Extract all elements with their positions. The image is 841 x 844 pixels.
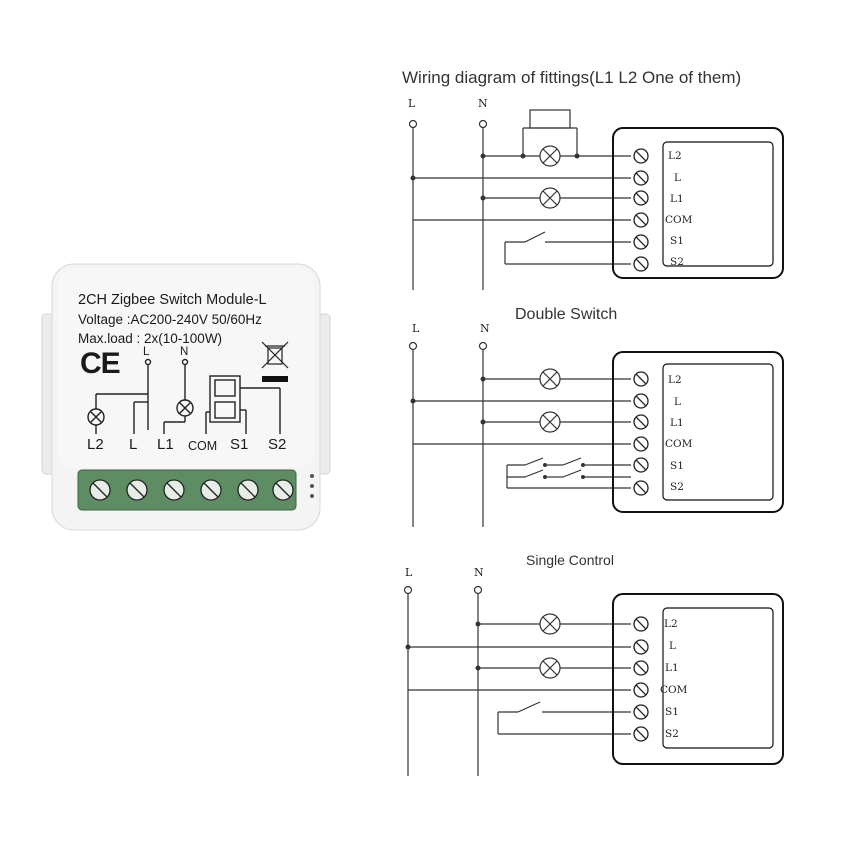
module-title: 2CH Zigbee Switch Module-L bbox=[78, 292, 267, 308]
diagram-2-pin-S2: S2 bbox=[670, 481, 684, 493]
terminal-label-L1: L1 bbox=[157, 436, 174, 453]
diagram-2-pin-S1: S1 bbox=[670, 460, 684, 472]
diagram-3-pin-S2: S2 bbox=[665, 728, 679, 740]
module-voltage: Voltage :AC200-240V 50/60Hz bbox=[78, 312, 262, 327]
diagram-1-pin-COM: COM bbox=[665, 214, 693, 226]
module-max-load: Max.load : 2x(10-100W) bbox=[78, 331, 223, 346]
terminal-label-S1: S1 bbox=[230, 436, 249, 453]
terminal-label-S2: S2 bbox=[268, 436, 287, 453]
diagram-2-rail-L: L bbox=[412, 322, 420, 335]
diagram-2-title: Double Switch bbox=[515, 306, 618, 323]
diagram-3-pin-S1: S1 bbox=[665, 706, 679, 718]
diagram-1-schematic bbox=[408, 109, 784, 290]
diagram-2-rail-N: N bbox=[480, 322, 490, 335]
diagram-2-pin-L1: L1 bbox=[670, 417, 684, 429]
terminal-label-L: L bbox=[129, 436, 138, 453]
diagram-1-pin-S1: S1 bbox=[670, 235, 684, 247]
diagram-1-pin-S2: S2 bbox=[670, 256, 684, 268]
diagram-3-schematic bbox=[403, 585, 784, 776]
module-body bbox=[41, 263, 331, 531]
diagram-3-pin-COM: COM bbox=[660, 684, 688, 696]
diagram-2-schematic bbox=[408, 341, 784, 527]
module-label-L: L bbox=[143, 346, 150, 358]
diagram-1-pin-L: L bbox=[674, 172, 681, 184]
diagram-3-pin-L2: L2 bbox=[664, 618, 678, 630]
diagram-1-pin-L1: L1 bbox=[670, 193, 684, 205]
diagram-3-rail-N: N bbox=[474, 566, 484, 579]
diagram-3-pin-L1: L1 bbox=[665, 662, 679, 674]
module-label-N: N bbox=[180, 346, 189, 358]
diagram-3-rail-L: L bbox=[405, 566, 413, 579]
switch-module-photo: 2CH Zigbee Switch Module-L Voltage :AC20… bbox=[40, 262, 332, 532]
diagram-1-pin-L2: L2 bbox=[668, 150, 682, 162]
ce-mark: CE bbox=[80, 347, 121, 380]
terminal-label-COM: COM bbox=[188, 439, 218, 453]
diagram-1-title: Wiring diagram of fittings(L1 L2 One of … bbox=[402, 68, 742, 87]
diagram-3-pin-L: L bbox=[669, 640, 676, 652]
terminal-label-L2: L2 bbox=[87, 436, 104, 453]
diagram-2-pin-COM: COM bbox=[665, 438, 693, 450]
terminal-screws bbox=[89, 479, 294, 501]
diagram-2-pin-L2: L2 bbox=[668, 374, 682, 386]
diagram-1-rail-N: N bbox=[478, 97, 488, 110]
diagram-1-rail-L: L bbox=[408, 97, 416, 110]
diagram-2-pin-L: L bbox=[674, 396, 681, 408]
crossed-bin-icon bbox=[261, 341, 289, 369]
diagram-3-title: Single Control bbox=[526, 552, 614, 568]
